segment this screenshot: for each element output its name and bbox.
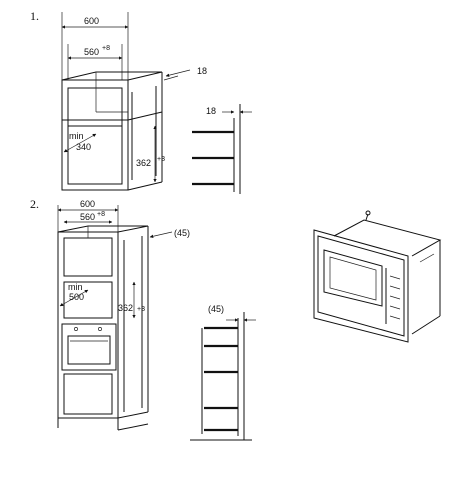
step-2-number: 2. [30,197,39,211]
step-2-dimensions: 600 560 +8 (45) min 500 362 +3 [57,199,190,319]
step-1-rail-offset: 18 [206,106,216,116]
built-in-microwave-illustration [313,210,442,343]
step-2-height-value: 362 [118,303,133,313]
step-2-side-gap: (45) [174,228,190,238]
step-2-width-inner: 560 [80,212,95,222]
step-1-width-total: 600 [84,16,99,26]
step-2-rail-offset: (45) [208,304,224,314]
step-2-height-tolerance: +3 [137,306,145,313]
step-2-depth-label: min [68,282,83,292]
step-2-width-inner-tolerance: +8 [97,211,105,218]
step-2-rail-detail: (45) [190,304,256,441]
step-1-height-tolerance: +3 [157,156,165,163]
step-2-tall-cabinet [57,205,149,431]
step-1-width-inner: 560 [84,47,99,57]
step-1-rail-detail: 18 [192,104,252,194]
step-1-height-value: 362 [136,158,151,168]
step-1-side-gap: 18 [197,66,207,76]
step-1-width-inner-tolerance: +8 [102,45,110,52]
step-1-depth-label: min [69,131,84,141]
step-2-width-total: 600 [80,199,95,209]
step-1-depth-value: 340 [76,142,91,152]
step-1-number: 1. [30,9,39,23]
step-1-dimensions: 600 560 +8 18 min 340 362 +3 [61,16,207,183]
step-2-depth-value: 500 [69,292,84,302]
